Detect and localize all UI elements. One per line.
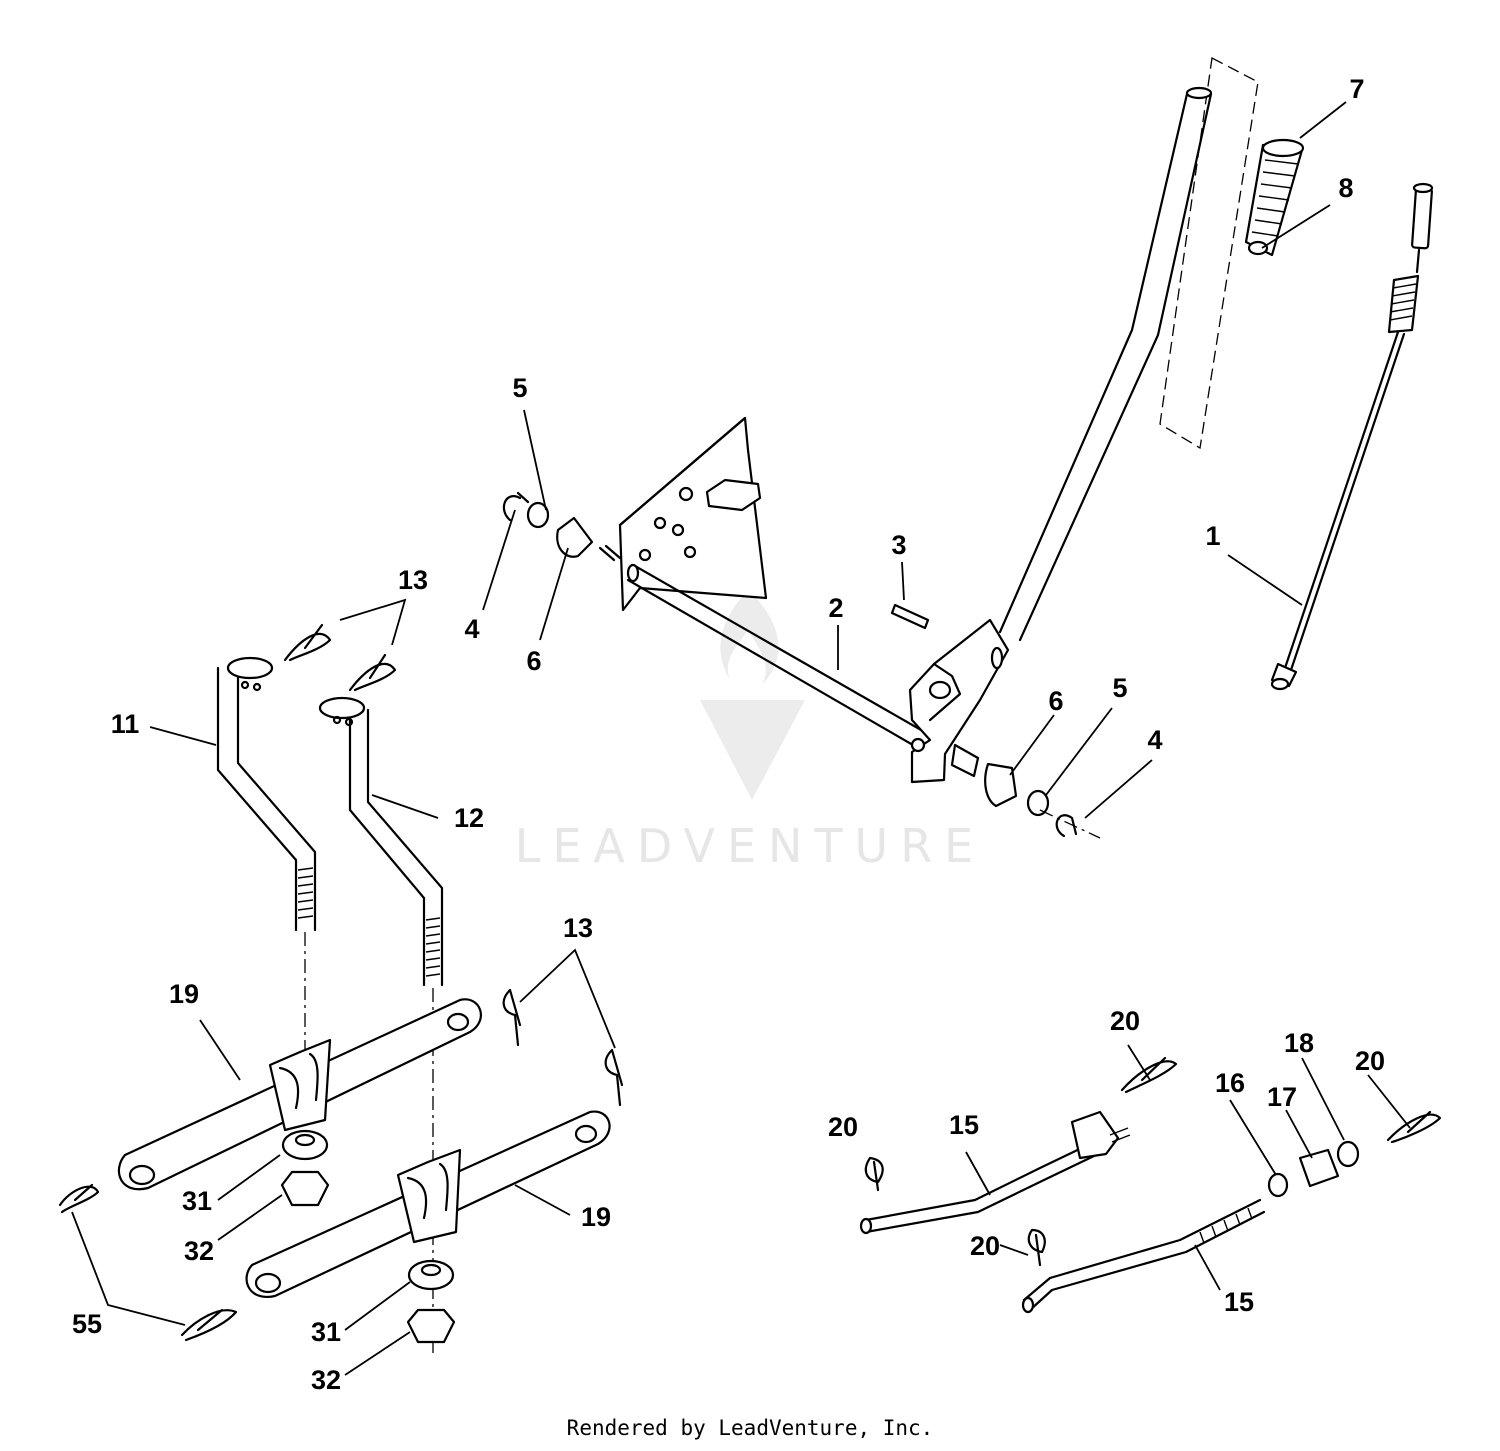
callout-16: 16: [1215, 1068, 1245, 1098]
part-5-washer-right: [1026, 789, 1050, 817]
callout-2: 2: [828, 593, 843, 623]
callout-19-upper: 19: [169, 979, 199, 1009]
hardware-31-32: [280, 1129, 456, 1344]
callout-20-d: 20: [970, 1231, 1000, 1261]
part-3-pin: [890, 603, 930, 630]
watermark-flame-icon: [720, 590, 779, 685]
callout-19-lower: 19: [581, 1202, 611, 1232]
callout-5-left: 5: [512, 373, 527, 403]
callout-6-left: 6: [526, 646, 541, 676]
callout-20-b: 20: [1355, 1046, 1385, 1076]
callout-31-lower: 31: [311, 1317, 341, 1347]
callout-32-upper: 32: [184, 1236, 214, 1266]
callout-6-right: 6: [1048, 686, 1063, 716]
callout-8: 8: [1338, 173, 1353, 203]
part-4-clip-left: [502, 491, 530, 522]
callout-1: 1: [1205, 521, 1220, 551]
part-55-clips: [58, 1183, 238, 1342]
callout-3: 3: [891, 530, 906, 560]
part-6-bushing-right: [984, 762, 1018, 808]
part-2-shaft: [598, 544, 937, 754]
leader-lines: [71, 101, 1411, 1376]
callout-20-c: 20: [828, 1112, 858, 1142]
callout-18: 18: [1284, 1028, 1314, 1058]
callout-5-right: 5: [1112, 673, 1127, 703]
bracket-plate: [618, 416, 768, 612]
part-17-block: [1298, 1148, 1340, 1188]
part-15-rods: [859, 1110, 1266, 1314]
part-20-clips: [864, 1056, 1442, 1267]
callout-15-upper: 15: [949, 1110, 979, 1140]
part-19-lower: [245, 1110, 611, 1299]
watermark-v-icon: [700, 700, 805, 800]
part-8-plug: [1247, 240, 1269, 256]
part-18-nut: [1336, 1140, 1360, 1168]
footer-credit: Rendered by LeadVenture, Inc.: [566, 1416, 934, 1440]
callout-31-upper: 31: [182, 1186, 212, 1216]
part-13-clips-mid: [502, 988, 624, 1107]
callout-20-a: 20: [1110, 1006, 1140, 1036]
callout-4-right: 4: [1147, 725, 1162, 755]
callout-32-lower: 32: [311, 1365, 341, 1395]
left-shaft-hardware: [502, 491, 594, 558]
shaft-bracket: [908, 618, 1010, 784]
callout-4-left: 4: [464, 614, 479, 644]
callout-15-lower: 15: [1224, 1287, 1254, 1317]
part-7-grip: [1159, 56, 1305, 450]
callout-12: 12: [454, 803, 484, 833]
callout-labels: 1 2 3 4 4 5 5 6 6 7 8 11 12 13 13 15 15 …: [72, 74, 1385, 1395]
lift-handle: [998, 86, 1213, 642]
callout-7: 7: [1349, 74, 1364, 104]
callout-17: 17: [1267, 1082, 1297, 1112]
part-5-washer-left: [526, 501, 550, 529]
part-13-clips-top: [283, 623, 397, 692]
watermark: LEADVENTURE: [515, 590, 986, 873]
part-16-washer: [1267, 1172, 1289, 1198]
watermark-text: LEADVENTURE: [515, 819, 986, 873]
part-6-bushing-left: [556, 516, 594, 558]
callout-55: 55: [72, 1309, 102, 1339]
part-1-cable: [1270, 182, 1434, 691]
part-19-upper: [117, 998, 482, 1191]
part-11-lift-link: [216, 656, 317, 1114]
callout-13-top: 13: [398, 565, 428, 595]
callout-13-mid: 13: [563, 913, 593, 943]
right-shaft-hardware: [950, 743, 1101, 839]
callout-11: 11: [111, 709, 140, 739]
hardware-16-17-18: [1267, 1140, 1360, 1198]
